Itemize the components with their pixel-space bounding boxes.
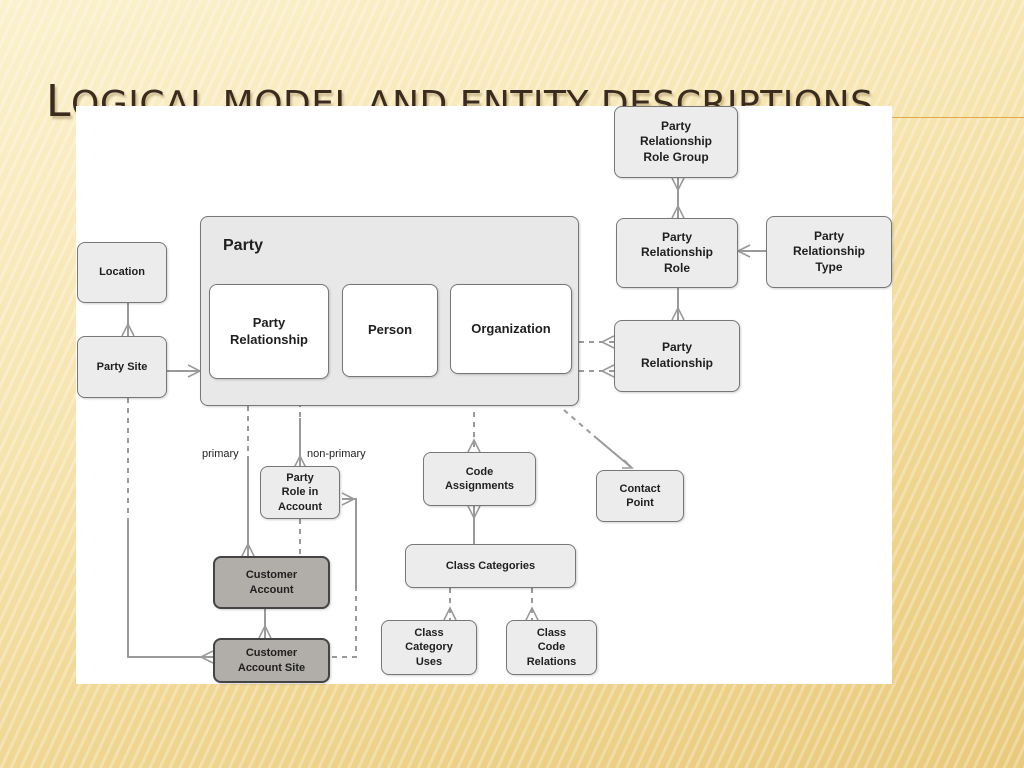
party-label: Party xyxy=(223,237,264,254)
dashed-party-contact xyxy=(563,409,595,437)
crows-feet xyxy=(121,177,751,664)
entity-organization[interactable]: Organization xyxy=(450,284,572,374)
connector-role-accountsite xyxy=(342,498,357,586)
title-rule xyxy=(890,117,1024,118)
entity-party-site[interactable]: Party Site xyxy=(77,336,167,398)
entity-class-categories[interactable]: Class Categories xyxy=(405,544,576,588)
edge-label-non-primary: non-primary xyxy=(307,448,366,460)
dashed-role-accountsite xyxy=(331,586,357,658)
entity-location[interactable]: Location xyxy=(77,242,167,303)
connector-site-accountsite xyxy=(127,518,213,658)
title-initial: L xyxy=(46,76,72,127)
entity-person[interactable]: Person xyxy=(342,284,438,377)
connector-lines xyxy=(121,177,766,664)
edge-label-primary: primary xyxy=(202,448,239,460)
